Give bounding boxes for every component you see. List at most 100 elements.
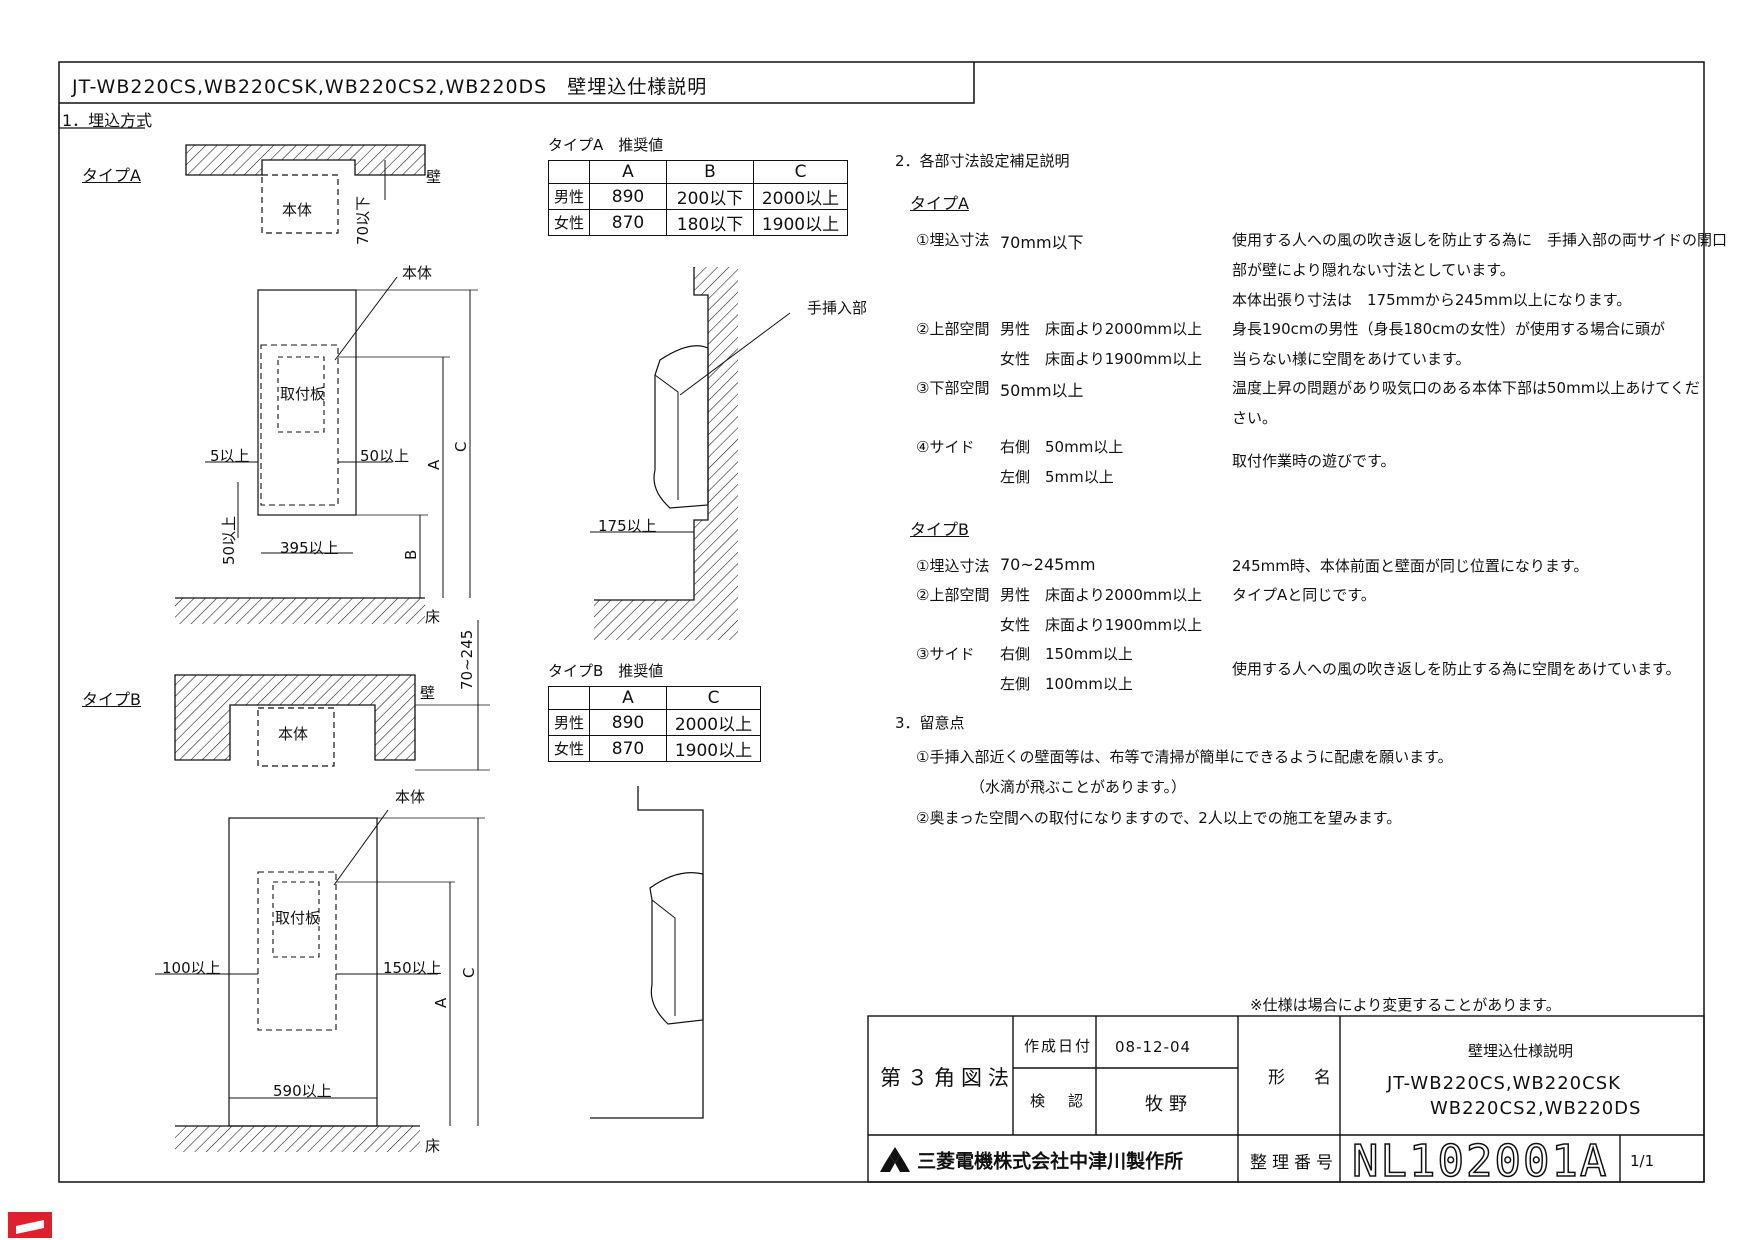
- dim-150-label: 150以上: [383, 959, 442, 977]
- company-block: 三菱電機株式会社中津川製作所: [878, 1146, 1183, 1174]
- a4-right: 右側 50mm以上: [1000, 438, 1124, 456]
- floor-label-b: 床: [425, 1137, 441, 1155]
- table-cell: 男性: [548, 709, 590, 736]
- created-date-label: 作成日付: [1024, 1037, 1093, 1055]
- table-row: A C: [548, 686, 761, 710]
- section3-note1b: （水滴が飛ぶことがあります。）: [970, 778, 1187, 796]
- company-name: 三菱電機株式会社中津川製作所: [917, 1150, 1184, 1173]
- dim-A-label-a: A: [425, 459, 443, 470]
- table-row: 女性 870 180以下 1900以上: [548, 209, 848, 236]
- a3-note1: 温度上昇の問題があり吸気口のある本体下部は50mm以上あけてくだ: [1232, 379, 1700, 397]
- typeA-plan-view: [185, 144, 426, 234]
- b3-label: ③サイド: [916, 645, 975, 663]
- b3-note: 使用する人への風の吹き返しを防止する為に空間をあけています。: [1232, 660, 1681, 678]
- model-line-2: WB220CS2,WB220DS: [1430, 1098, 1642, 1119]
- section3-heading: 3．留意点: [895, 714, 965, 732]
- table-cell: C: [753, 160, 848, 184]
- mount-plate-label-a: 取付板: [280, 385, 326, 403]
- typeA-front-view: [175, 276, 478, 624]
- table-cell: 男性: [548, 183, 590, 210]
- checked-label: 検 認: [1030, 1092, 1088, 1110]
- b3-right: 右側 150mm以上: [1000, 645, 1133, 663]
- a4-label: ④サイド: [916, 438, 975, 456]
- b1-note: 245mm時、本体前面と壁面が同じ位置になります。: [1232, 557, 1589, 575]
- model-line-1: JT-WB220CS,WB220CSK: [1387, 1073, 1621, 1094]
- typeB-label: タイプB: [82, 690, 141, 709]
- table-cell: C: [666, 686, 761, 710]
- a2-male: 男性 床面より2000mm以上: [1000, 320, 1203, 338]
- tableA-title: タイプA 推奨値: [548, 136, 664, 154]
- dim-175-label: 175以上: [598, 517, 657, 535]
- section3-note1: ①手挿入部近くの壁面等は、布等で清掃が簡単にできるように配慮を願います。: [916, 748, 1453, 766]
- section2-heading: 2．各部寸法設定補足説明: [895, 152, 1070, 170]
- dim-590-label: 590以上: [273, 1082, 332, 1100]
- table-row: 男性 890 200以下 2000以上: [548, 183, 848, 210]
- body-label-front-a: 本体: [402, 264, 433, 282]
- tableA: A B C 男性 890 200以下 2000以上 女性 870 180以下 1…: [548, 160, 848, 236]
- b2-label: ②上部空間: [916, 586, 990, 604]
- a2-note1: 身長190cmの男性（身長180cmの女性）が使用する場合に頭が: [1232, 320, 1665, 338]
- page-number: 1/1: [1630, 1152, 1655, 1170]
- dim-50-bottom-label: 50以上: [220, 515, 238, 565]
- b2-male: 男性 床面より2000mm以上: [1000, 586, 1203, 604]
- typeB-side-view: [590, 786, 704, 1119]
- a3-value: 50mm以上: [1000, 381, 1084, 400]
- table-cell: 女性: [548, 735, 590, 762]
- section3-note2: ②奥まった空間への取付になりますので、2人以上での施工を望みます。: [916, 809, 1402, 827]
- table-cell: 1900以上: [753, 209, 848, 236]
- dim-100-label: 100以上: [162, 959, 221, 977]
- mount-plate-label-b: 取付板: [275, 909, 321, 927]
- typeA-side-view: [590, 267, 791, 640]
- dim-70-label: 70以下: [354, 195, 372, 245]
- a1-note3: 本体出張り寸法は 175mmから245mm以上になります。: [1232, 291, 1632, 309]
- table-cell: 890: [589, 709, 667, 736]
- a1-note2: 部が壁により隠れない寸法としています。: [1232, 261, 1515, 279]
- b2-female: 女性 床面より1900mm以上: [1000, 616, 1203, 634]
- table-cell: [548, 686, 590, 710]
- typeB-front-view: [155, 809, 485, 1152]
- table-cell: [548, 160, 590, 184]
- typeA-label: タイプA: [82, 166, 141, 185]
- a1-label: ①埋込寸法: [916, 231, 990, 249]
- table-cell: 2000以上: [753, 183, 848, 210]
- a2-note2: 当らない様に空間をあけています。: [1232, 350, 1471, 368]
- a1-note1: 使用する人への風の吹き返しを防止する為に 手挿入部の両サイドの開口: [1232, 231, 1728, 249]
- table-cell: A: [589, 686, 667, 710]
- table-cell: 1900以上: [666, 735, 761, 762]
- dim-C-label-b: C: [460, 967, 478, 978]
- table-cell: 890: [589, 183, 667, 210]
- dim-B-label-a: B: [402, 549, 420, 560]
- title-block-lines: [867, 1015, 1705, 1183]
- body-label-front-b: 本体: [395, 788, 426, 806]
- hand-insert-label: 手挿入部: [807, 299, 868, 317]
- table-cell: 870: [589, 735, 667, 762]
- tableB-title: タイプB 推奨値: [548, 662, 664, 680]
- a3-label: ③下部空間: [916, 379, 990, 397]
- a4-left: 左側 5mm以上: [1000, 468, 1114, 486]
- table-cell: 870: [589, 209, 667, 236]
- b3-left: 左側 100mm以上: [1000, 675, 1133, 693]
- dim-A-label-b: A: [432, 997, 450, 1008]
- table-row: A B C: [548, 160, 848, 184]
- table-cell: 2000以上: [666, 709, 761, 736]
- page-title: JT-WB220CS,WB220CSK,WB220CS2,WB220DS 壁埋込…: [72, 76, 708, 98]
- a1-value: 70mm以下: [1000, 233, 1084, 252]
- model-label: 形 名: [1268, 1068, 1337, 1088]
- checked-value: 牧野: [1145, 1094, 1193, 1115]
- wall-label-b: 壁: [420, 684, 436, 702]
- section1-heading: 1．埋込方式: [62, 111, 153, 130]
- a3-note2: さい。: [1232, 409, 1278, 427]
- tableB: A C 男性 890 2000以上 女性 870 1900以上: [548, 686, 761, 762]
- b1-label: ①埋込寸法: [916, 557, 990, 575]
- wall-label-a: 壁: [426, 168, 442, 186]
- dim-395-label: 395以上: [280, 539, 339, 557]
- body-label-plan-a: 本体: [282, 201, 313, 219]
- table-cell: 女性: [548, 209, 590, 236]
- spec-change-note: ※仕様は場合により変更することがあります。: [1250, 996, 1561, 1014]
- projection-method: 第３角図法: [880, 1066, 1015, 1090]
- floor-label-a: 床: [425, 608, 441, 626]
- a4-note: 取付作業時の遊びです。: [1232, 452, 1396, 470]
- table-cell: 200以下: [666, 183, 754, 210]
- section2-typeB: タイプB: [910, 520, 969, 539]
